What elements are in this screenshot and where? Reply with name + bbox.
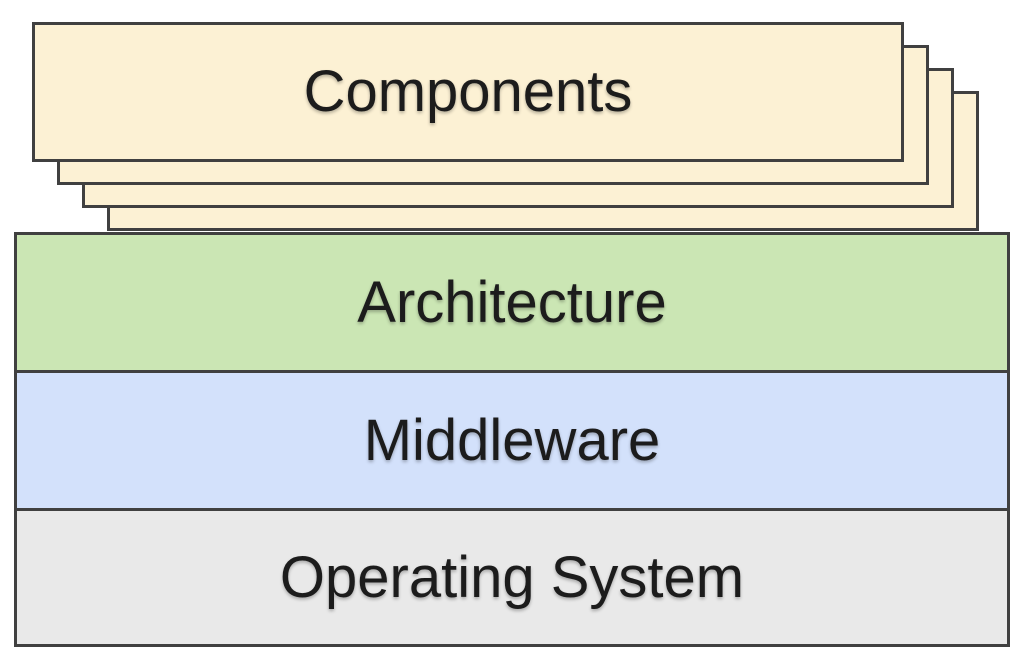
layer-middleware: Middleware — [14, 370, 1010, 511]
middleware-label: Middleware — [363, 407, 661, 473]
operating-system-label: Operating System — [279, 544, 745, 610]
layer-architecture: Architecture — [14, 232, 1010, 373]
components-card-front: Components — [32, 22, 904, 162]
layer-stack: Architecture Middleware Operating System — [14, 232, 1010, 647]
architecture-label: Architecture — [357, 269, 667, 335]
layer-operating-system: Operating System — [14, 508, 1010, 647]
components-label: Components — [303, 59, 633, 124]
